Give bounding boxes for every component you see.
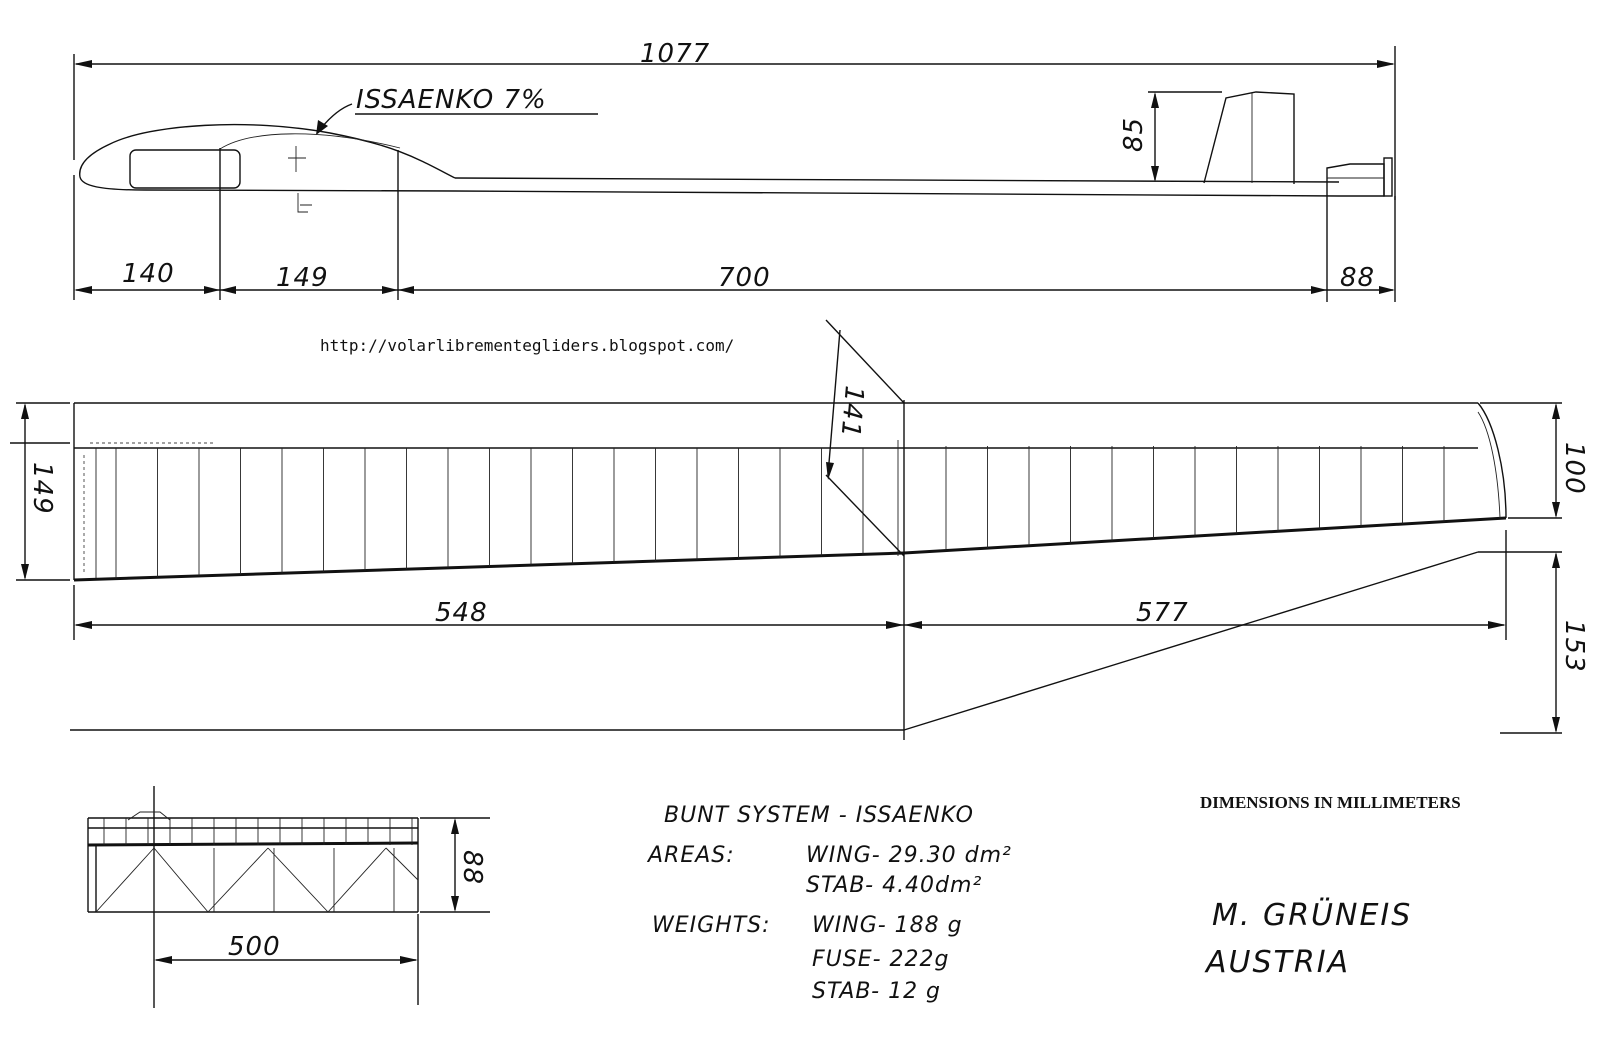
- wing-plan-view: 149 141 100 548 577 153: [10, 319, 1589, 740]
- source-url[interactable]: http://volarlibrementegliders.blogspot.c…: [320, 336, 734, 355]
- fuse-weight: FUSE- 222g: [812, 947, 950, 972]
- arrowhead: [826, 462, 834, 480]
- author-name: M. GRÜNEIS: [1212, 897, 1412, 933]
- arrowhead: [220, 286, 236, 294]
- arrowhead: [204, 286, 220, 294]
- dihedral-label: 153: [1559, 620, 1589, 673]
- wing-tip-inner: [1477, 411, 1501, 519]
- root-chord-label: 149: [27, 462, 57, 515]
- stab-mount: [1326, 163, 1385, 197]
- system-name: BUNT SYSTEM - ISSAENKO: [664, 803, 974, 828]
- overall-length-label: 1077: [640, 39, 710, 69]
- wing-ribs: [115, 446, 1445, 579]
- arrowhead: [400, 956, 418, 964]
- arrowhead: [154, 956, 172, 964]
- wing-area: WING- 29.30 dm²: [806, 843, 1012, 868]
- arrowhead: [1552, 403, 1560, 419]
- towhook: [297, 193, 312, 213]
- segment-label: 88: [1340, 263, 1375, 293]
- stab-tip-plate: [1383, 157, 1393, 197]
- arrowhead: [1311, 286, 1327, 294]
- stab-diagonal-rib: [385, 847, 419, 881]
- stab-diagonal-rib: [267, 847, 329, 913]
- tip-chord-label: 100: [1559, 442, 1589, 495]
- dihedral-tip-line: [903, 551, 1479, 731]
- side-view: 1077 ISSAENKO 7% 85: [73, 39, 1396, 302]
- tail-boom-top: [454, 177, 1340, 183]
- break-chord-extension: [825, 474, 905, 557]
- outer-trailing-edge: [903, 516, 1507, 555]
- arrowhead: [382, 286, 398, 294]
- arrowhead: [21, 403, 29, 419]
- stab-ribs: [95, 818, 419, 913]
- outer-span-label: 577: [1136, 598, 1189, 628]
- segment-label: 149: [276, 263, 329, 293]
- units-note: DIMENSIONS IN MILLIMETERS: [1200, 793, 1461, 812]
- fin-height-label: 85: [1119, 117, 1149, 152]
- arrowhead: [1379, 286, 1395, 294]
- segment-label: 700: [718, 263, 771, 293]
- stab-spar: [87, 841, 419, 847]
- wing-root-outline: [219, 133, 401, 150]
- arrowhead: [74, 621, 92, 629]
- arrowhead: [451, 896, 459, 912]
- weights-label: WEIGHTS:: [652, 913, 771, 938]
- stab-diagonal-rib: [95, 847, 155, 913]
- airfoil-label: ISSAENKO 7%: [356, 85, 547, 115]
- stab-diagonal-rib: [153, 847, 209, 913]
- stab-diagonal-rib: [327, 847, 387, 913]
- stab-diagonal-rib: [207, 847, 269, 913]
- arrowhead: [74, 60, 92, 68]
- tail-boom-bottom: [454, 190, 1340, 197]
- wing-weight: WING- 188 g: [812, 913, 963, 938]
- inner-span-label: 548: [435, 598, 488, 628]
- arrowhead: [1151, 166, 1159, 182]
- segment-label: 140: [122, 259, 175, 289]
- stab-area: STAB- 4.40dm²: [806, 873, 982, 898]
- specs-block: BUNT SYSTEM - ISSAENKO AREAS: WING- 29.3…: [646, 803, 1012, 1004]
- arrowhead: [1377, 60, 1395, 68]
- arrowhead: [1488, 621, 1506, 629]
- author-country: AUSTRIA: [1204, 945, 1350, 980]
- break-chord-dim-line: [827, 329, 841, 476]
- stab-mount-cutout: [127, 811, 171, 821]
- arrowhead: [1552, 552, 1560, 568]
- arrowhead: [1552, 502, 1560, 518]
- fuselage-pod: [79, 123, 456, 192]
- stab-plan-view: 88 500: [87, 786, 490, 1008]
- arrowhead: [1151, 92, 1159, 108]
- arrowhead: [21, 564, 29, 580]
- arrowhead: [74, 286, 92, 294]
- break-chord-label: 141: [834, 384, 868, 439]
- pod-window: [129, 149, 241, 189]
- arrowhead: [398, 286, 414, 294]
- arrowhead: [1552, 717, 1560, 733]
- stab-span-label: 500: [228, 932, 281, 962]
- arrowhead: [451, 818, 459, 834]
- fin: [1203, 91, 1295, 184]
- stab-weight: STAB- 12 g: [812, 979, 941, 1004]
- arrowhead: [904, 621, 922, 629]
- inner-trailing-edge: [73, 551, 905, 582]
- wing-tip-outline: [1477, 402, 1507, 519]
- stab-chord-label: 88: [457, 850, 487, 885]
- areas-label: AREAS:: [646, 843, 735, 868]
- arrowhead: [886, 621, 904, 629]
